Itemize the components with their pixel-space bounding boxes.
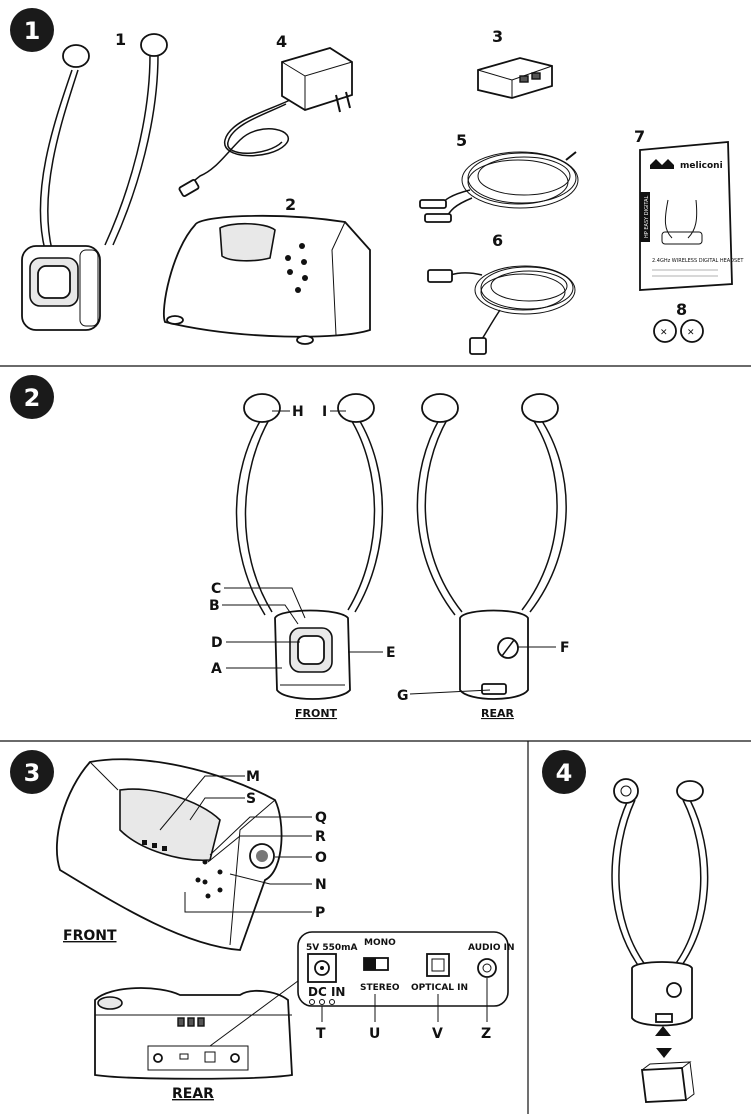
- headset-front-illustration: [235, 393, 384, 700]
- label-P: P: [315, 905, 325, 921]
- label-R: R: [315, 829, 326, 845]
- optical-in-label: OPTICAL IN: [411, 983, 468, 993]
- svg-text:2.4GHz WIRELESS DIGITAL HEADSE: 2.4GHz WIRELESS DIGITAL HEADSET: [652, 258, 744, 264]
- power-spec: 5V 550mA: [306, 943, 358, 953]
- svg-text:3: 3: [24, 759, 41, 787]
- label-E: E: [386, 645, 396, 661]
- mono-label: MONO: [364, 938, 396, 948]
- section-badge-3: 3: [10, 750, 54, 794]
- label-D: D: [211, 635, 223, 651]
- label-G: G: [397, 688, 409, 704]
- section-badge-2: 2: [10, 375, 54, 419]
- svg-text:2: 2: [24, 384, 41, 412]
- label-S: S: [246, 791, 256, 807]
- item-label-4: 4: [276, 32, 287, 51]
- label-B: B: [209, 598, 220, 614]
- battery-insertion-illustration: [611, 778, 709, 1103]
- charging-base-illustration: [163, 214, 371, 345]
- caption-front-3: FRONT: [63, 928, 117, 944]
- manual-illustration: HP EASY DIGITAL meliconi 2.4GHz WIRELESS…: [639, 141, 744, 291]
- caption-rear-3: REAR: [172, 1086, 214, 1102]
- label-M: M: [246, 769, 260, 785]
- section2-leader-lines: [222, 410, 556, 695]
- battery-illustration: [477, 57, 553, 99]
- headset-rear-illustration: [416, 393, 567, 700]
- label-Q: Q: [315, 810, 327, 826]
- item-label-5: 5: [456, 131, 467, 150]
- item-label-3: 3: [492, 27, 503, 46]
- item-label-8: 8: [676, 300, 687, 319]
- item-label-6: 6: [492, 231, 503, 250]
- svg-text:HP EASY DIGITAL: HP EASY DIGITAL: [644, 195, 650, 238]
- optical-cable-illustration: [427, 265, 576, 355]
- headset-illustration: [21, 33, 168, 331]
- audio-cable-illustration: [419, 151, 579, 223]
- label-O: O: [315, 850, 327, 866]
- base-rear-illustration: [94, 987, 293, 1080]
- label-H: H: [292, 404, 304, 420]
- item-label-7: 7: [634, 127, 645, 146]
- stereo-label: STEREO: [360, 983, 400, 993]
- label-U: U: [369, 1026, 380, 1042]
- base-front-illustration: [56, 758, 283, 951]
- svg-text:1: 1: [24, 17, 41, 45]
- label-N: N: [315, 877, 327, 893]
- label-I: I: [322, 404, 327, 420]
- label-C: C: [211, 581, 221, 597]
- svg-text:4: 4: [556, 759, 573, 787]
- rear-panel-zoom: 5V 550mA DC IN MONO STEREO OPTICAL IN AU…: [297, 931, 514, 1007]
- section3-leader-lines: [159, 775, 312, 913]
- audio-in-label: AUDIO IN: [468, 943, 514, 953]
- label-F: F: [560, 640, 570, 656]
- caption-front-2: FRONT: [295, 707, 338, 720]
- label-V: V: [432, 1026, 443, 1042]
- svg-text:✕: ✕: [660, 328, 668, 338]
- panel-leader-lines: [321, 978, 488, 1022]
- label-A: A: [211, 661, 222, 677]
- dc-in-label: DC IN: [308, 985, 345, 999]
- item-label-1: 1: [115, 30, 126, 49]
- label-Z: Z: [481, 1026, 491, 1042]
- label-T: T: [316, 1026, 326, 1042]
- section-badge-1: 1: [10, 8, 54, 52]
- item-label-2: 2: [285, 195, 296, 214]
- svg-text:✕: ✕: [687, 328, 695, 338]
- power-adapter-illustration: [178, 47, 353, 197]
- ear-tips-illustration: ✕ ✕: [653, 319, 704, 343]
- manual-brand: meliconi: [680, 161, 723, 171]
- zoom-leader: [209, 974, 307, 1047]
- section-badge-4: 4: [542, 750, 586, 794]
- caption-rear-2: REAR: [481, 707, 514, 720]
